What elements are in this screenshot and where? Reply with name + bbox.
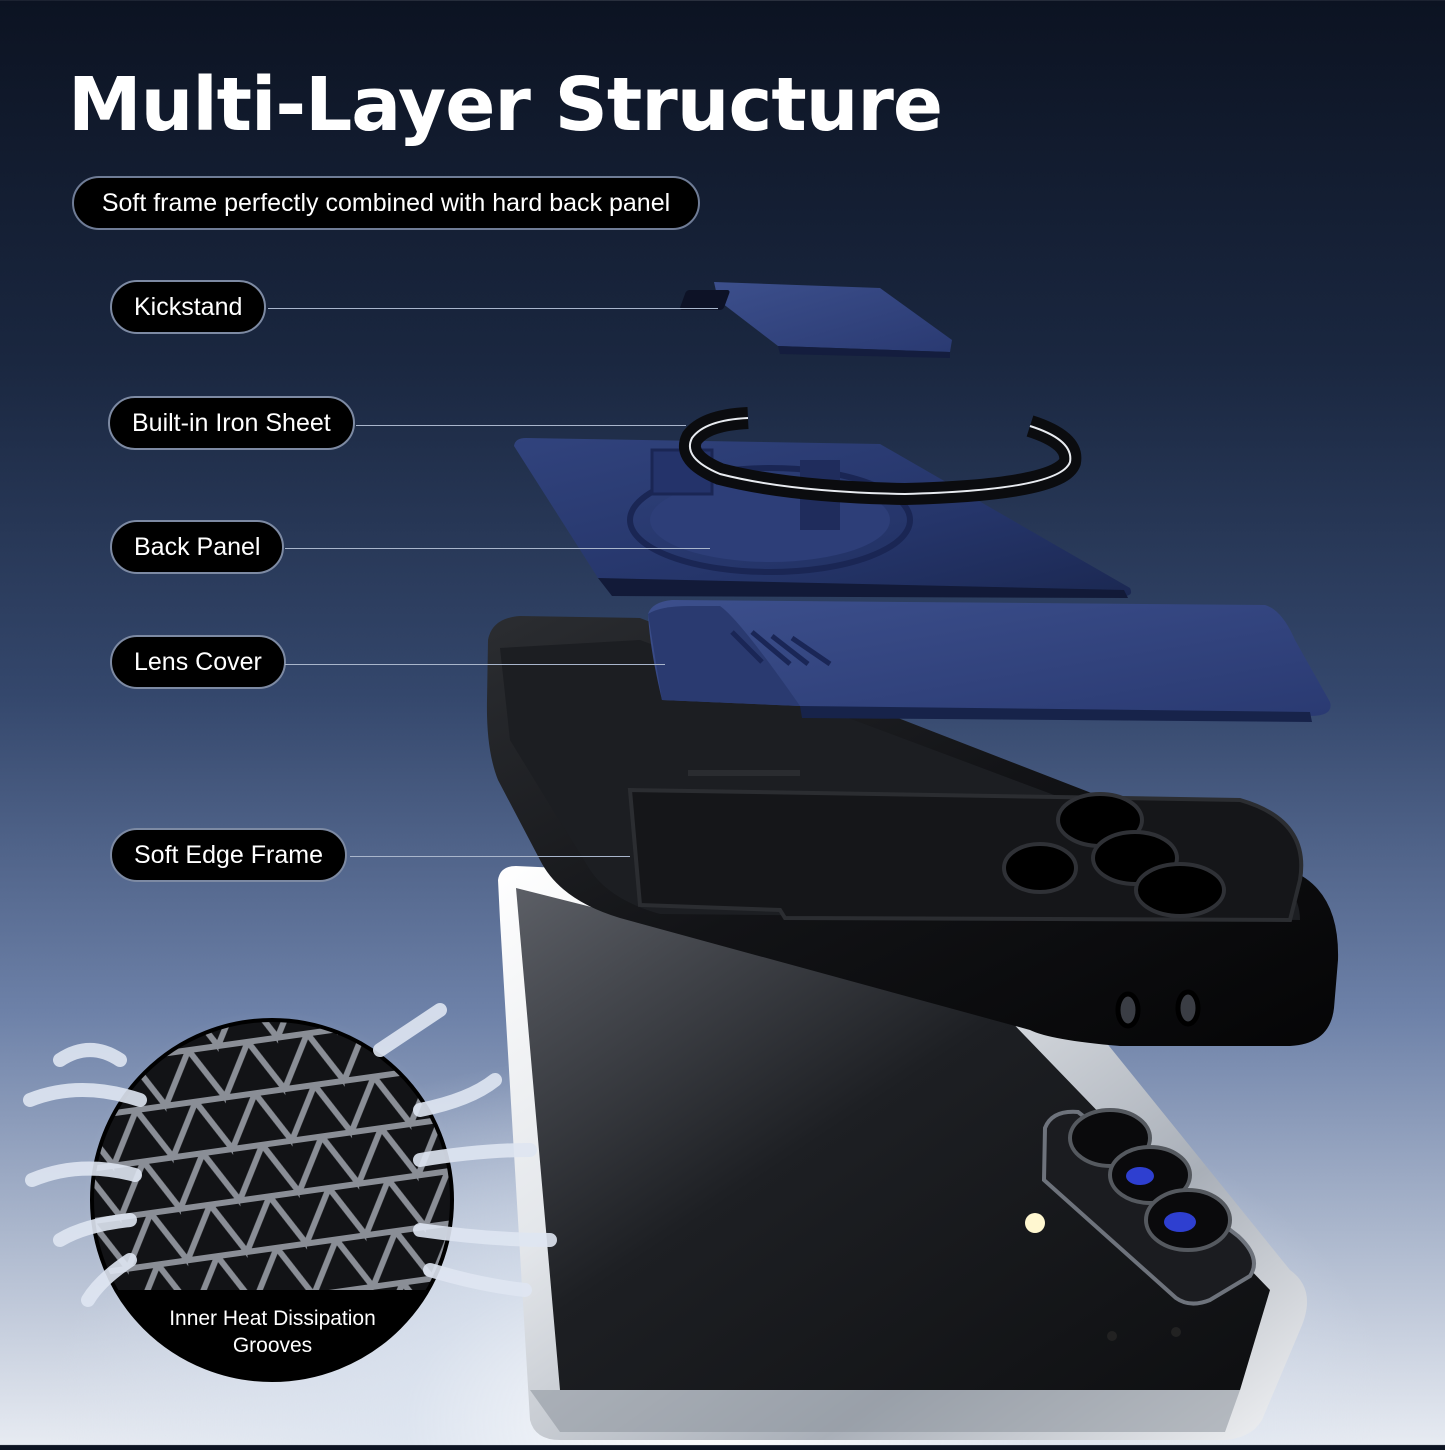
label-back-panel: Back Panel <box>110 520 285 574</box>
heat-label-line1: Inner Heat Dissipation <box>169 1307 376 1330</box>
leader-lens-cover <box>285 664 665 665</box>
heat-dissipation-inset <box>23 1003 557 1390</box>
soft-edge-frame-part <box>486 616 1339 1046</box>
lens-cover-part <box>648 600 1331 722</box>
label-lens-cover: Lens Cover <box>110 635 286 689</box>
subtitle-badge: Soft frame perfectly combined with hard … <box>72 176 700 230</box>
iron-sheet-part <box>679 407 1082 506</box>
label-kickstand: Kickstand <box>110 280 267 334</box>
label-iron-sheet: Built-in Iron Sheet <box>108 396 355 450</box>
kickstand-part <box>680 282 952 358</box>
airflow-arrows-icon <box>23 1003 557 1307</box>
leader-soft-edge-frame <box>350 856 630 857</box>
phone-camera-module <box>1041 1108 1256 1306</box>
label-soft-edge-frame: Soft Edge Frame <box>110 828 347 882</box>
back-panel-part <box>514 438 1132 598</box>
leader-iron-sheet <box>356 425 686 426</box>
heat-dissipation-label: Inner Heat Dissipation Grooves <box>150 1305 395 1359</box>
leader-back-panel <box>285 548 710 549</box>
heat-label-line2: Grooves <box>232 1334 313 1357</box>
leader-kickstand <box>268 308 718 309</box>
phone-body <box>498 866 1308 1440</box>
page-title: Multi-Layer Structure <box>68 62 943 148</box>
